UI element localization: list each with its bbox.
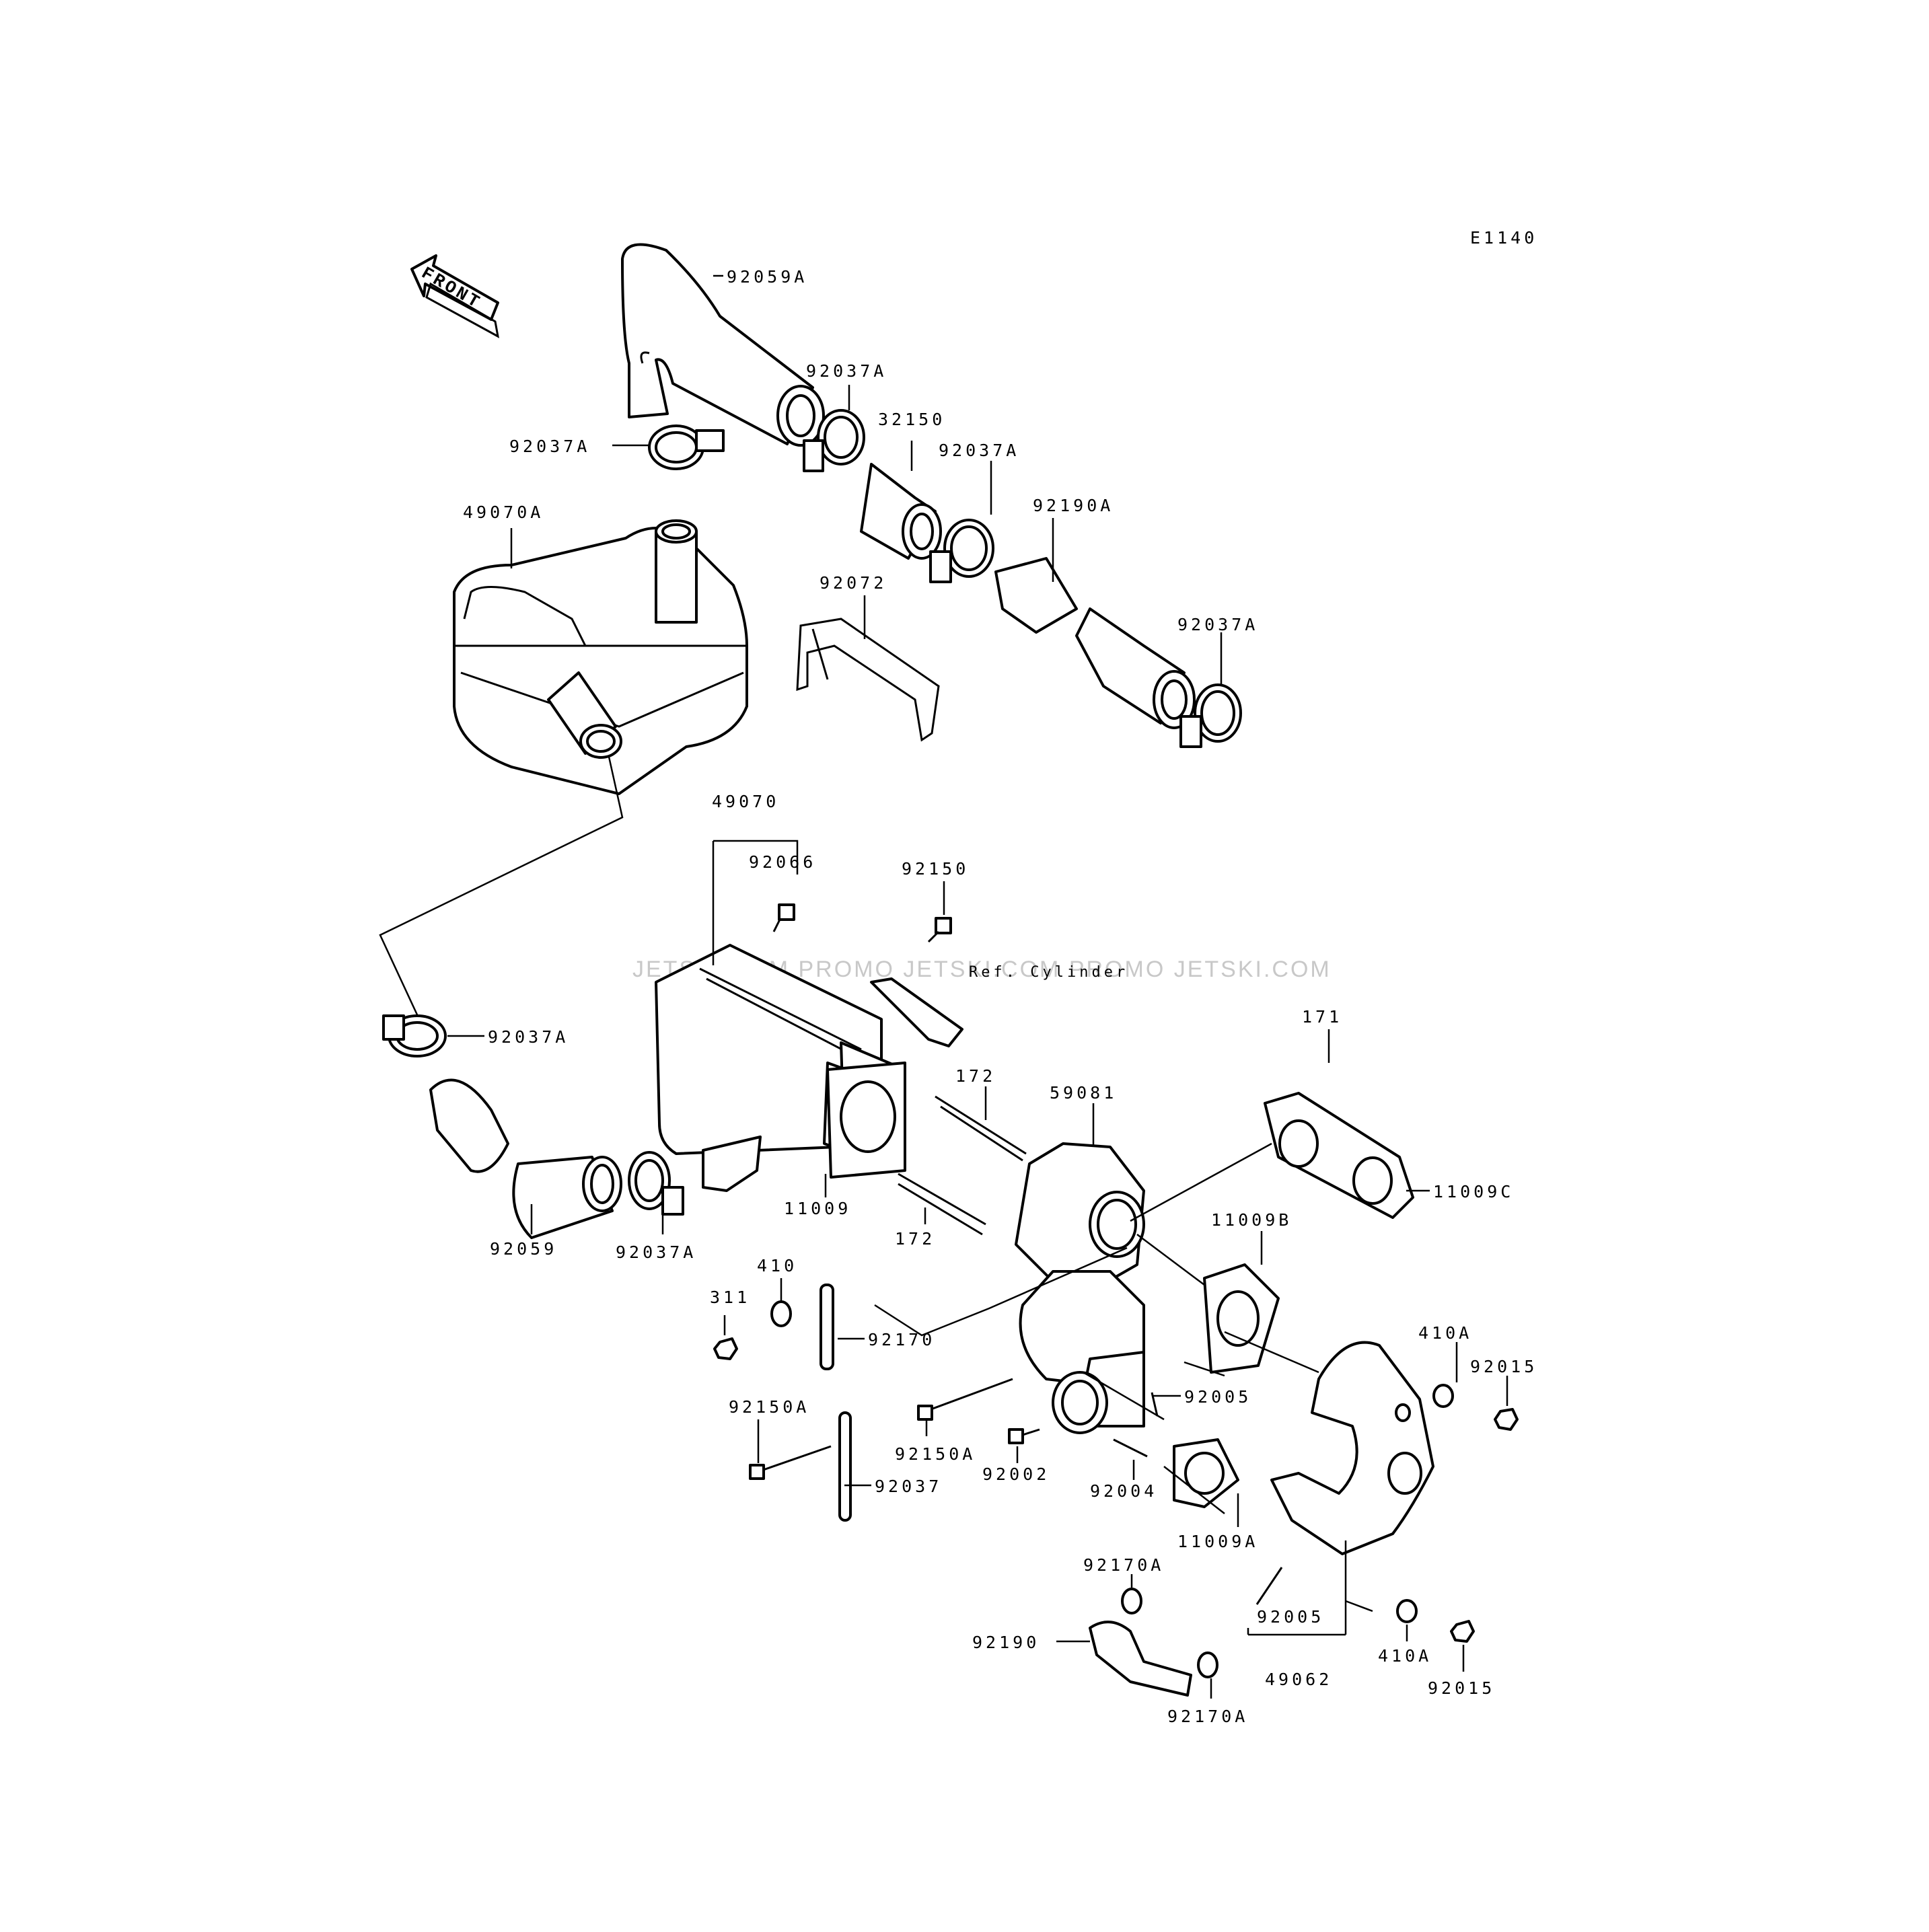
part-label: 92150	[902, 859, 969, 879]
part-label: 92190	[972, 1633, 1040, 1652]
part-label: 11009C	[1433, 1182, 1514, 1201]
part-label: 92005	[1257, 1607, 1324, 1627]
bolt-92150A-left	[749, 1445, 832, 1480]
part-label: 92072	[820, 573, 887, 593]
part-label: 92002	[982, 1464, 1050, 1484]
part-label: 92170A	[1167, 1707, 1248, 1726]
part-label: 49070	[712, 792, 779, 811]
lead-49070-bracket	[712, 840, 799, 965]
stud-92004	[1113, 1438, 1148, 1458]
part-label: 92037A	[806, 361, 887, 381]
hose-92059	[512, 1156, 622, 1239]
clamp-92037A-lower-mid	[628, 1151, 684, 1216]
bolt-92150A-mid	[917, 1378, 1013, 1421]
muffler-49070A	[453, 519, 748, 795]
bracket-92072	[796, 618, 940, 742]
reference-note: Ref. Cylinder	[969, 964, 1128, 981]
stud-172-lower	[898, 1173, 986, 1236]
part-label: 11009B	[1211, 1210, 1292, 1230]
part-label: 92037A	[939, 441, 1019, 460]
pin-92170	[820, 1284, 834, 1370]
hose-32150	[860, 463, 942, 560]
front-arrow-icon: FRONT	[410, 254, 500, 338]
part-label: 92190A	[1033, 496, 1114, 515]
part-label: 92037A	[488, 1027, 569, 1047]
diagram-code: E1140	[1470, 228, 1537, 248]
part-label: 92037	[875, 1477, 942, 1496]
part-label: 92170A	[1083, 1555, 1164, 1575]
clamp-92037A-top	[803, 409, 865, 472]
hose-92190	[1089, 1621, 1192, 1697]
lead-frame-lines	[874, 1142, 1373, 1612]
bolt-92002	[1008, 1428, 1040, 1444]
part-label: 92015	[1428, 1678, 1495, 1698]
clamp-92037A-lower-left	[382, 1014, 447, 1057]
part-label: 311	[710, 1288, 750, 1307]
part-label: 92004	[1090, 1481, 1157, 1501]
gasket-11009	[826, 1062, 906, 1179]
exhaust-pipe-49062	[1270, 1341, 1434, 1555]
part-label: 172	[895, 1229, 935, 1249]
part-label: 410A	[1378, 1646, 1432, 1666]
hose-92059-upper	[429, 1078, 509, 1173]
stud-92005-lower	[1255, 1567, 1283, 1605]
nut-311	[713, 1337, 738, 1360]
washer-410	[770, 1300, 792, 1327]
lead-49062-bracket	[1247, 1540, 1347, 1636]
gasket-11009C	[1264, 1092, 1414, 1219]
part-label: 92059	[490, 1239, 557, 1259]
part-label: 92037A	[509, 437, 590, 456]
part-label: 92037A	[616, 1242, 696, 1262]
part-label: 32150	[878, 410, 945, 429]
gasket-11009A	[1173, 1438, 1239, 1508]
bolt-92066	[772, 903, 795, 932]
part-label: 92037A	[1177, 615, 1258, 634]
hose-92190A	[994, 557, 1196, 729]
bracket-ref-cylinder	[870, 977, 963, 1047]
bolt-92150-top	[927, 917, 952, 943]
part-label: 410A	[1418, 1323, 1472, 1343]
part-label: 171	[1302, 1007, 1342, 1027]
gasket-11009B	[1203, 1263, 1280, 1374]
part-labels: 92059A 92037A 32150 92037A 92037A 92190A…	[447, 267, 1537, 1726]
part-label: 92015	[1470, 1357, 1537, 1376]
stud-172-upper	[935, 1095, 1027, 1162]
part-label: 410	[757, 1256, 797, 1275]
clamp-92170A-upper	[1121, 1588, 1142, 1614]
part-label: 11009	[784, 1199, 851, 1218]
part-label: 92059A	[727, 267, 807, 287]
washer-410A-lower	[1396, 1599, 1418, 1623]
clamp-92170A-lower	[1197, 1651, 1218, 1678]
pin-92037	[838, 1411, 852, 1522]
part-label: 59081	[1050, 1083, 1117, 1103]
nut-92015-upper	[1494, 1408, 1519, 1431]
part-label: 92150A	[895, 1444, 976, 1464]
clamp-92037A-right	[1179, 683, 1242, 748]
connector-line	[379, 756, 624, 1030]
part-label: 49070A	[463, 503, 544, 522]
clamp-92037A-left	[648, 424, 725, 470]
part-label: 172	[955, 1066, 996, 1086]
part-label: 49062	[1265, 1670, 1332, 1689]
part-label: 92066	[749, 852, 816, 872]
part-label: 11009A	[1177, 1532, 1258, 1551]
clamp-92037A-mid	[929, 519, 994, 583]
part-label: 92150A	[729, 1397, 809, 1417]
hose-elbow-92059A	[621, 243, 825, 447]
nut-92015-lower	[1450, 1620, 1475, 1643]
part-label: 92005	[1184, 1387, 1251, 1407]
washer-410A-upper	[1432, 1384, 1454, 1408]
part-label: 92170	[868, 1330, 935, 1349]
